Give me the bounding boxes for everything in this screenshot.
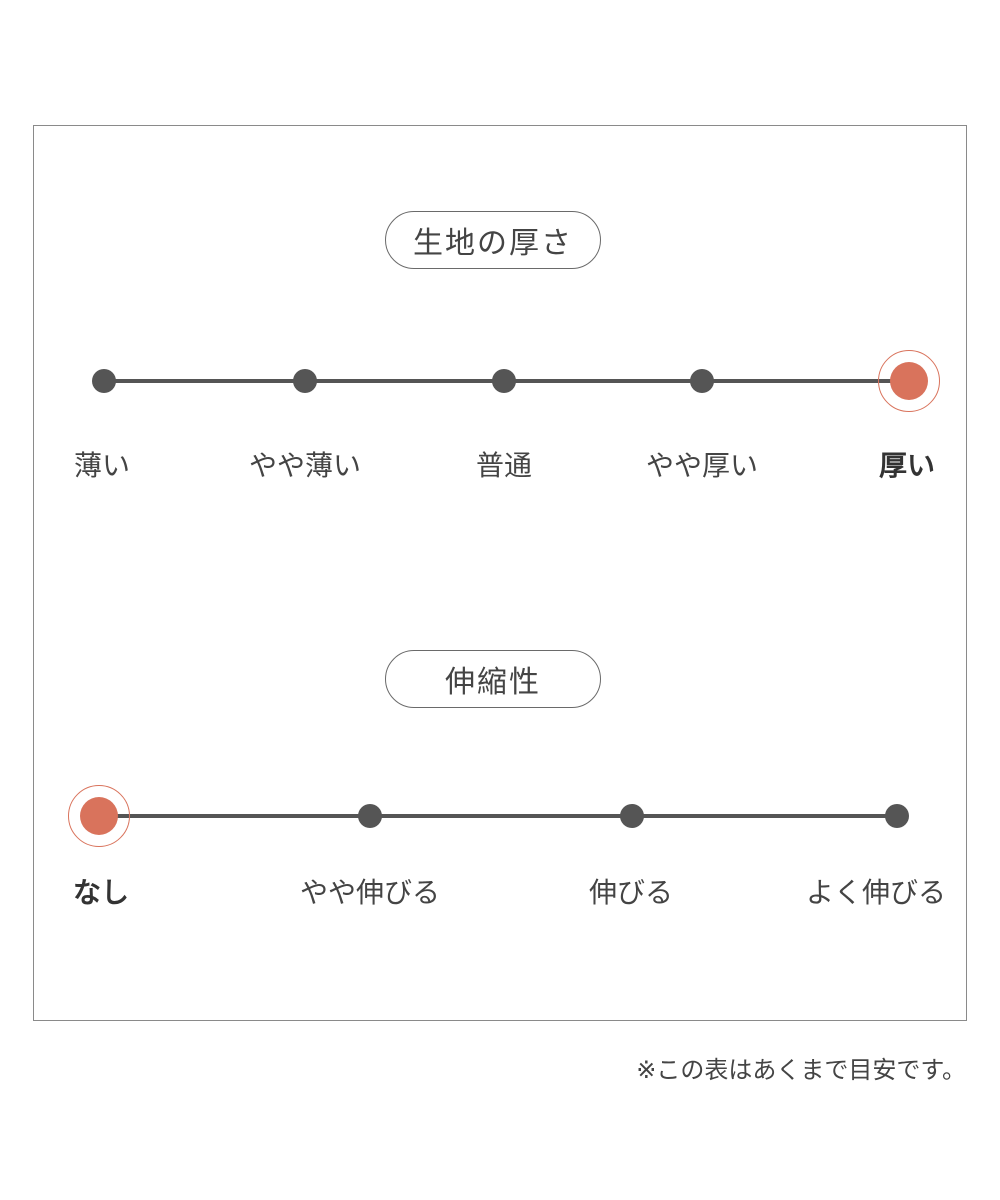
fabric-guide-panel: 生地の厚さ 薄い やや薄い 普通 やや厚い 厚い 伸縮性 なし やや伸びる 伸び… [33, 125, 967, 1021]
disclaimer-note: ※この表はあくまで目安です。 [636, 1056, 966, 1084]
stretch-dot-3 [620, 804, 644, 828]
stretch-dot-4 [885, 804, 909, 828]
thickness-scale: 薄い やや薄い 普通 やや厚い 厚い [34, 321, 966, 482]
thickness-dot-2 [293, 369, 317, 393]
thickness-dot-4 [690, 369, 714, 393]
thickness-label-3: 普通 [475, 449, 533, 482]
stretch-dot-2 [358, 804, 382, 828]
thickness-label-5-selected: 厚い [878, 449, 936, 482]
stretch-label-3: 伸びる [588, 876, 674, 909]
thickness-title-pill: 生地の厚さ [385, 211, 601, 269]
thickness-label-1: 薄い [73, 449, 131, 482]
stretch-label-4: よく伸びる [805, 876, 947, 909]
stretch-label-1-selected: なし [72, 876, 130, 909]
stretch-title: 伸縮性 [445, 665, 541, 700]
thickness-label-4: やや厚い [645, 449, 759, 482]
stretch-label-2: やや伸びる [299, 876, 441, 909]
thickness-dot-5-selected [878, 350, 940, 412]
stretch-title-pill: 伸縮性 [385, 650, 601, 708]
stretch-track [99, 814, 897, 818]
thickness-label-2: やや薄い [248, 449, 362, 482]
stretch-scale: なし やや伸びる 伸びる よく伸びる [34, 756, 966, 909]
stretch-dot-1-selected [68, 785, 130, 847]
thickness-title: 生地の厚さ [413, 226, 573, 261]
thickness-dot-1 [92, 369, 116, 393]
thickness-dot-3 [492, 369, 516, 393]
